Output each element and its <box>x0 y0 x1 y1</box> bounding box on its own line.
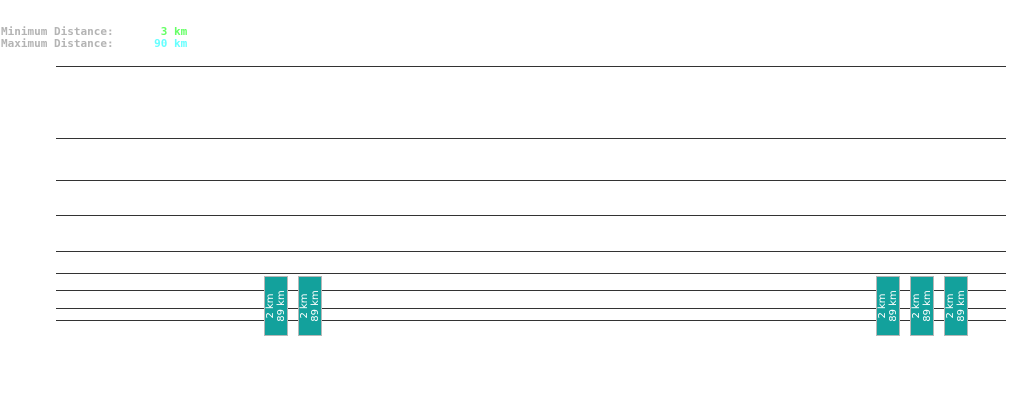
marker-max-text: 89 km <box>276 290 287 322</box>
marker-max-text: 89 km <box>888 290 899 322</box>
track-line <box>56 66 1006 67</box>
marker-max-text: 89 km <box>956 290 967 322</box>
marker-min-text: 2 km <box>265 293 276 319</box>
marker-max-text: 89 km <box>922 290 933 322</box>
track-line <box>56 308 1006 309</box>
marker-max-text: 89 km <box>310 290 321 322</box>
track-line <box>56 290 1006 291</box>
minimum-distance-value: 3 km <box>160 25 188 38</box>
maximum-distance-row: Maximum Distance: 90 km <box>1 38 187 50</box>
marker-min-text: 2 km <box>945 293 956 319</box>
minimum-distance-row: Minimum Distance: 3 km <box>1 26 187 38</box>
marker-min-text: 2 km <box>299 293 310 319</box>
track-line <box>56 215 1006 216</box>
minimum-distance-label: Minimum Distance: <box>1 25 114 38</box>
maximum-distance-value: 90 km <box>154 37 188 50</box>
marker-min-text: 2 km <box>911 293 922 319</box>
maximum-distance-label: Maximum Distance: <box>1 37 114 50</box>
marker-min-text: 2 km <box>877 293 888 319</box>
track-line <box>56 273 1006 274</box>
track-line <box>56 138 1006 139</box>
track-line <box>56 180 1006 181</box>
track-line <box>56 320 1006 321</box>
track-line <box>56 251 1006 252</box>
